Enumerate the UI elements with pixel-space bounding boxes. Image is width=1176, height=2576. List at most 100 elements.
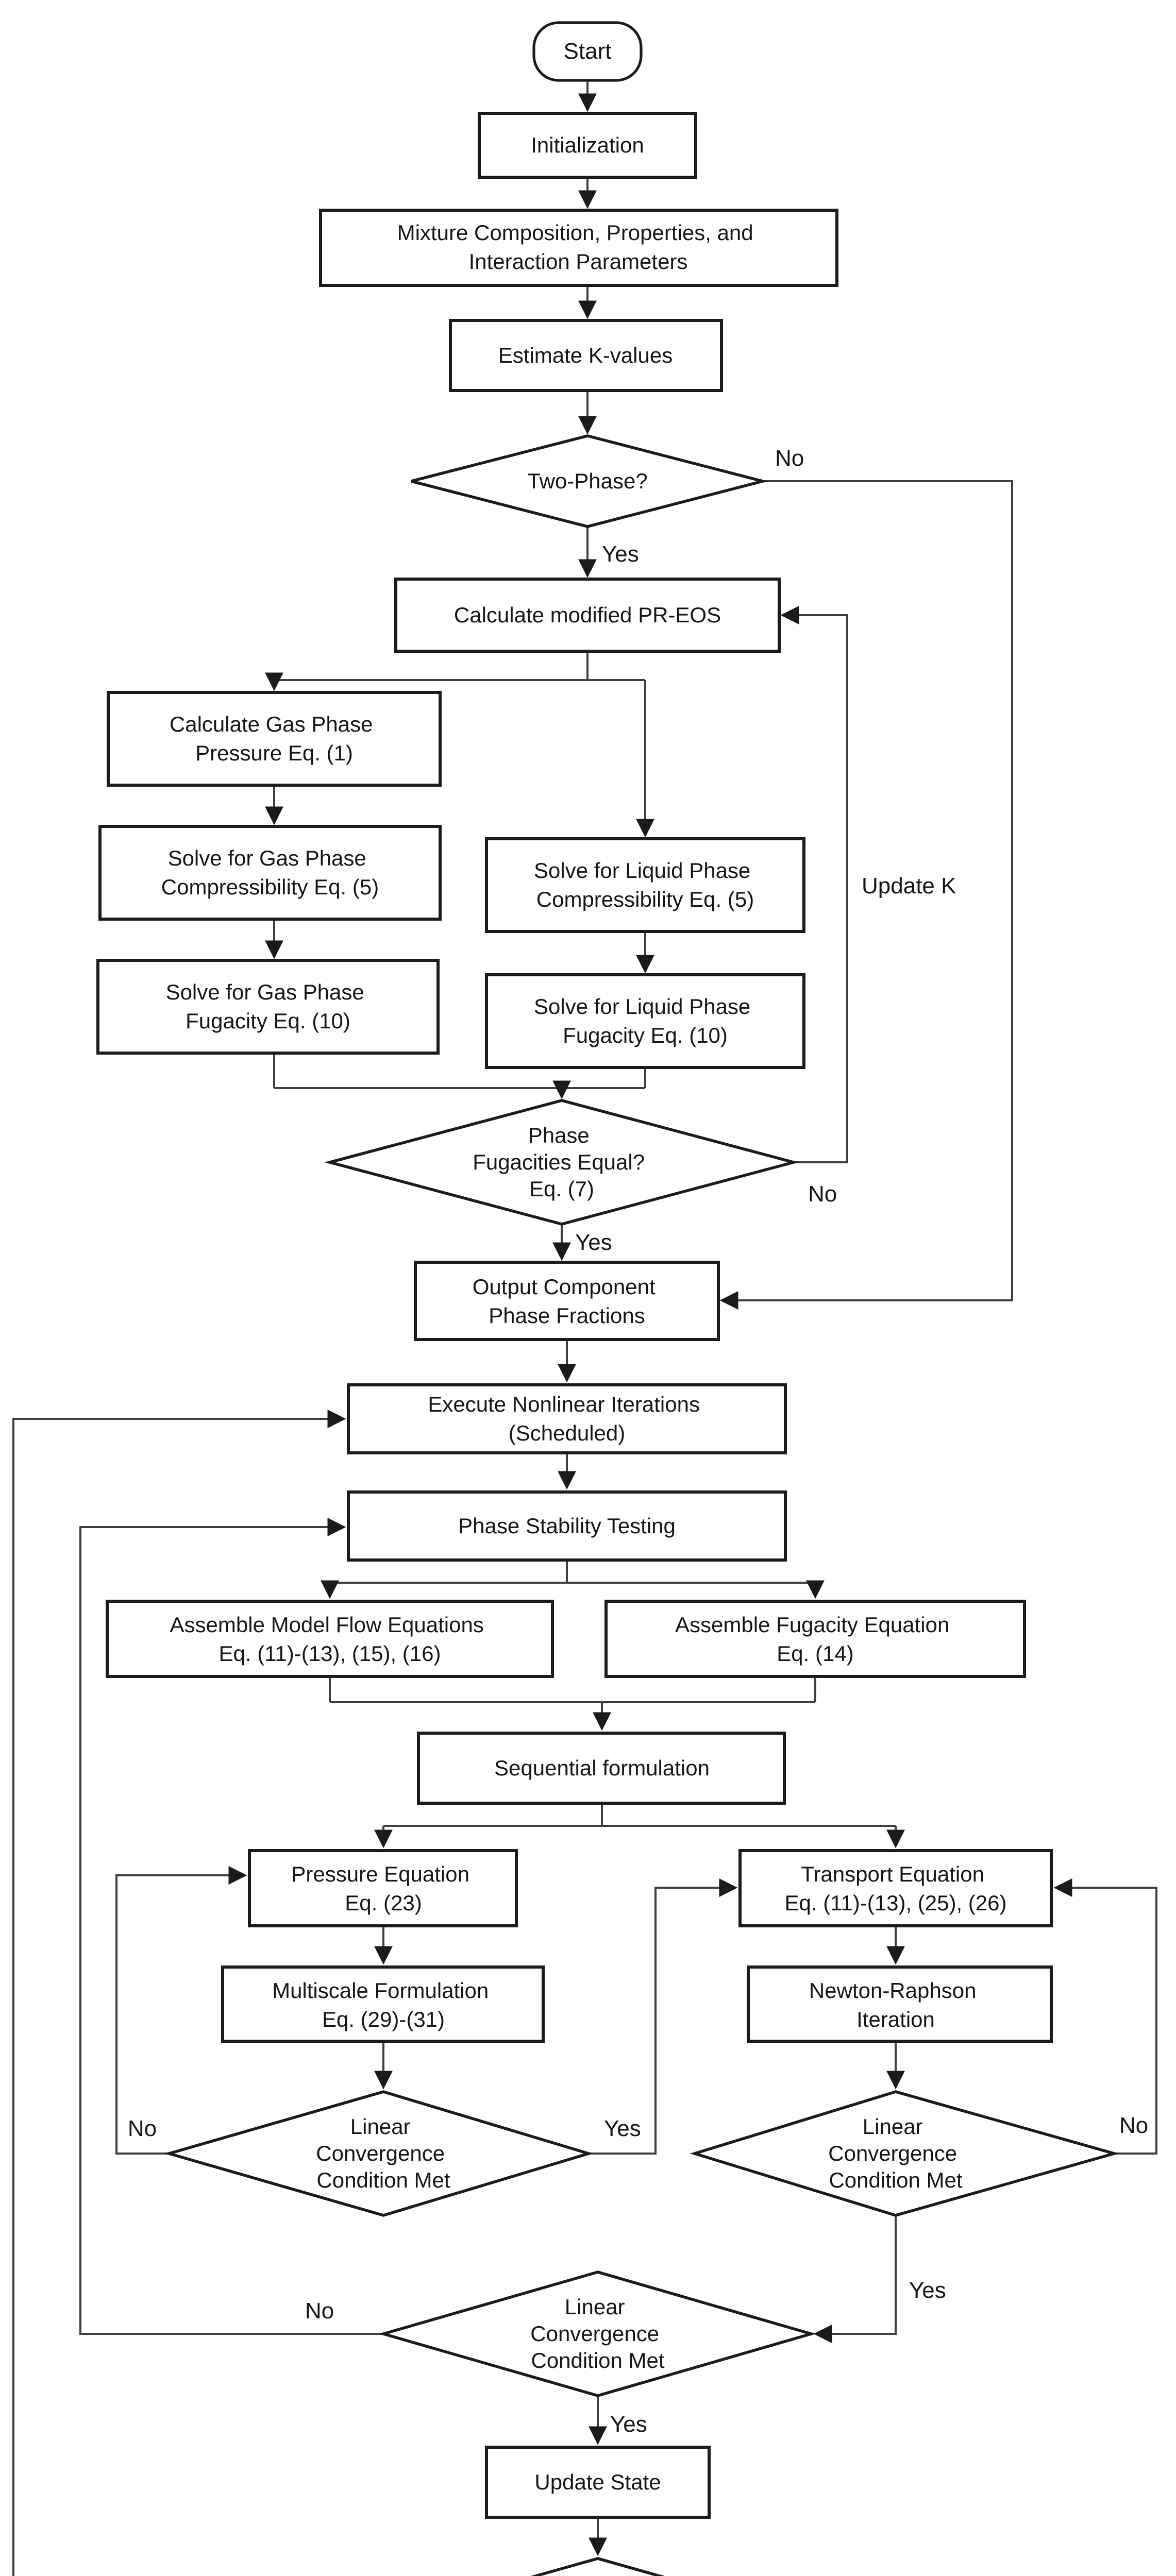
newton-raphson-line-2: Iteration <box>856 2007 935 2031</box>
edge-final-no-loop <box>12 1410 346 2576</box>
assemble-fugacity-label: Assemble Fugacity Equation Eq. (14) <box>675 1613 955 1666</box>
liquid-compressibility-line-2: Compressibility Eq. (5) <box>536 887 754 911</box>
lcc-right-no-label: No <box>1119 2113 1148 2138</box>
multiscale-line-2: Eq. (29)-(31) <box>322 2007 445 2031</box>
liquid-fugacity-line-1: Solve for Liquid Phase <box>534 994 750 1019</box>
lcc-right-line-3: Condition Met <box>829 2168 962 2192</box>
pr-eos-node <box>394 578 781 653</box>
gas-pressure-node <box>107 691 442 787</box>
transport-eq-node <box>738 1849 1053 1927</box>
lcc-left-decision <box>163 2090 594 2217</box>
fugacities-equal-decision <box>324 1099 799 1226</box>
mixture-line-2: Interaction Parameters <box>469 249 688 274</box>
lcc-left-line-2: Convergence <box>316 2141 445 2165</box>
estimate-k-label: Estimate K-values <box>498 343 673 367</box>
edge-two-phase-no-loop <box>719 480 1013 1310</box>
liquid-fugacity-line-2: Fugacity Eq. (10) <box>563 1023 728 1047</box>
multiscale-label: Multiscale Formulation Eq. (29)-(31) <box>272 1978 495 2031</box>
two-phase-decision <box>411 434 769 528</box>
two-phase-yes-label: Yes <box>602 541 639 567</box>
pressure-eq-line-2: Eq. (23) <box>345 1891 422 1915</box>
initialization-label: Initialization <box>531 133 644 157</box>
phase-stability-label: Phase Stability Testing <box>458 1514 676 1538</box>
transport-eq-label: Transport Equation Eq. (11)-(13), (25), … <box>784 1862 1006 1915</box>
liquid-fugacity-node <box>485 973 805 1069</box>
edge-lcc-left-yes-to-transport <box>589 1878 738 2155</box>
start-node <box>532 21 643 82</box>
update-state-label: Update State <box>534 2470 661 2494</box>
gas-fugacity-node <box>96 959 440 1055</box>
assemble-flow-label: Assemble Model Flow Equations Eq. (11)-(… <box>170 1613 490 1666</box>
edge-lcc-mid-no-loop <box>79 1518 383 2335</box>
pr-eos-label: Calculate modified PR-EOS <box>454 603 721 627</box>
fugacities-no-label: No <box>808 1181 837 1207</box>
gas-compressibility-line-1: Solve for Gas Phase <box>168 846 366 870</box>
gas-pressure-line-1: Calculate Gas Phase <box>170 712 373 736</box>
pressure-eq-label: Pressure Equation Eq. (23) <box>291 1862 475 1915</box>
lcc-right-yes-label: Yes <box>909 2278 946 2303</box>
gas-fugacity-line-2: Fugacity Eq. (10) <box>186 1009 350 1033</box>
lcc-right-line-1: Linear <box>863 2114 923 2139</box>
gas-fugacity-label: Solve for Gas Phase Fugacity Eq. (10) <box>166 980 371 1033</box>
assemble-fugacity-line-1: Assemble Fugacity Equation <box>675 1613 949 1637</box>
lcc-left-no-label: No <box>128 2116 157 2141</box>
output-fractions-node <box>414 1261 720 1341</box>
lcc-mid-line-3: Condition Met <box>531 2348 664 2372</box>
nonlinear-iterations-line-2: (Scheduled) <box>509 1421 625 1445</box>
lcc-left-yes-label: Yes <box>604 2116 641 2141</box>
mixture-line-1: Mixture Composition, Properties, and <box>397 221 753 245</box>
assemble-flow-line-1: Assemble Model Flow Equations <box>170 1613 484 1637</box>
lcc-mid-no-label: No <box>305 2298 334 2324</box>
mixture-label: Mixture Composition, Properties, and Int… <box>397 221 760 274</box>
two-phase-no-label: No <box>775 446 804 471</box>
lcc-mid-decision <box>378 2270 817 2397</box>
fugacities-equal-line-1: Phase <box>528 1123 590 1147</box>
lcc-right-label: Linear Convergence Condition Met <box>828 2114 963 2192</box>
edge-lcc-right-yes-to-mid <box>813 2215 897 2343</box>
multiscale-line-1: Multiscale Formulation <box>272 1978 489 2003</box>
lcc-mid-label: Linear Convergence Condition Met <box>530 2295 665 2372</box>
assemble-fugacity-line-2: Eq. (14) <box>777 1641 853 1666</box>
phase-stability-node <box>347 1490 787 1562</box>
newton-raphson-node <box>747 1965 1053 2043</box>
lcc-left-label: Linear Convergence Condition Met <box>316 2114 451 2192</box>
lcc-mid-line-1: Linear <box>565 2295 625 2319</box>
gas-pressure-label: Calculate Gas Phase Pressure Eq. (1) <box>170 712 379 765</box>
assemble-flow-node <box>106 1600 554 1678</box>
fugacities-yes-label: Yes <box>575 1230 612 1255</box>
transport-eq-line-2: Eq. (11)-(13), (25), (26) <box>784 1891 1006 1915</box>
lcc-mid-yes-label: Yes <box>610 2412 647 2437</box>
final-time-step-decision <box>530 2557 665 2576</box>
fugacities-equal-line-2: Fugacities Equal? <box>473 1150 645 1174</box>
nonlinear-iterations-line-1: Execute Nonlinear Iterations <box>428 1392 700 1416</box>
lcc-left-line-1: Linear <box>350 2114 411 2139</box>
output-fractions-line-2: Phase Fractions <box>489 1303 645 1328</box>
estimate-k-node <box>449 319 723 392</box>
pressure-eq-node <box>248 1849 518 1927</box>
liquid-compressibility-label: Solve for Liquid Phase Compressibility E… <box>534 858 757 911</box>
two-phase-label: Two-Phase? <box>527 469 647 493</box>
assemble-fugacity-node <box>604 1600 1026 1678</box>
edge-lcc-left-no-loop <box>115 1866 247 2155</box>
gas-compressibility-line-2: Compressibility Eq. (5) <box>161 875 379 899</box>
nonlinear-iterations-label: Execute Nonlinear Iterations (Scheduled) <box>428 1392 705 1445</box>
lcc-mid-line-2: Convergence <box>530 2321 659 2346</box>
fugacities-equal-label: Phase Fugacities Equal? Eq. (7) <box>473 1123 651 1201</box>
gas-compressibility-node <box>98 825 442 921</box>
gas-compressibility-label: Solve for Gas Phase Compressibility Eq. … <box>161 846 379 899</box>
gas-pressure-line-2: Pressure Eq. (1) <box>195 741 353 765</box>
update-state-node <box>485 2446 711 2519</box>
mixture-node <box>319 209 838 287</box>
gas-fugacity-line-1: Solve for Gas Phase <box>166 980 364 1004</box>
edge-lcc-right-no-loop <box>1053 1878 1157 2155</box>
liquid-fugacity-label: Solve for Liquid Phase Fugacity Eq. (10) <box>534 994 757 1047</box>
output-fractions-line-1: Output Component <box>473 1275 656 1299</box>
sequential-label: Sequential formulation <box>494 1756 710 1780</box>
assemble-flow-line-2: Eq. (11)-(13), (15), (16) <box>219 1641 441 1666</box>
transport-eq-line-1: Transport Equation <box>801 1862 984 1886</box>
initialization-node <box>478 112 697 179</box>
start-label: Start <box>564 39 612 64</box>
edge-fugacities-no-update-k <box>780 606 848 1163</box>
